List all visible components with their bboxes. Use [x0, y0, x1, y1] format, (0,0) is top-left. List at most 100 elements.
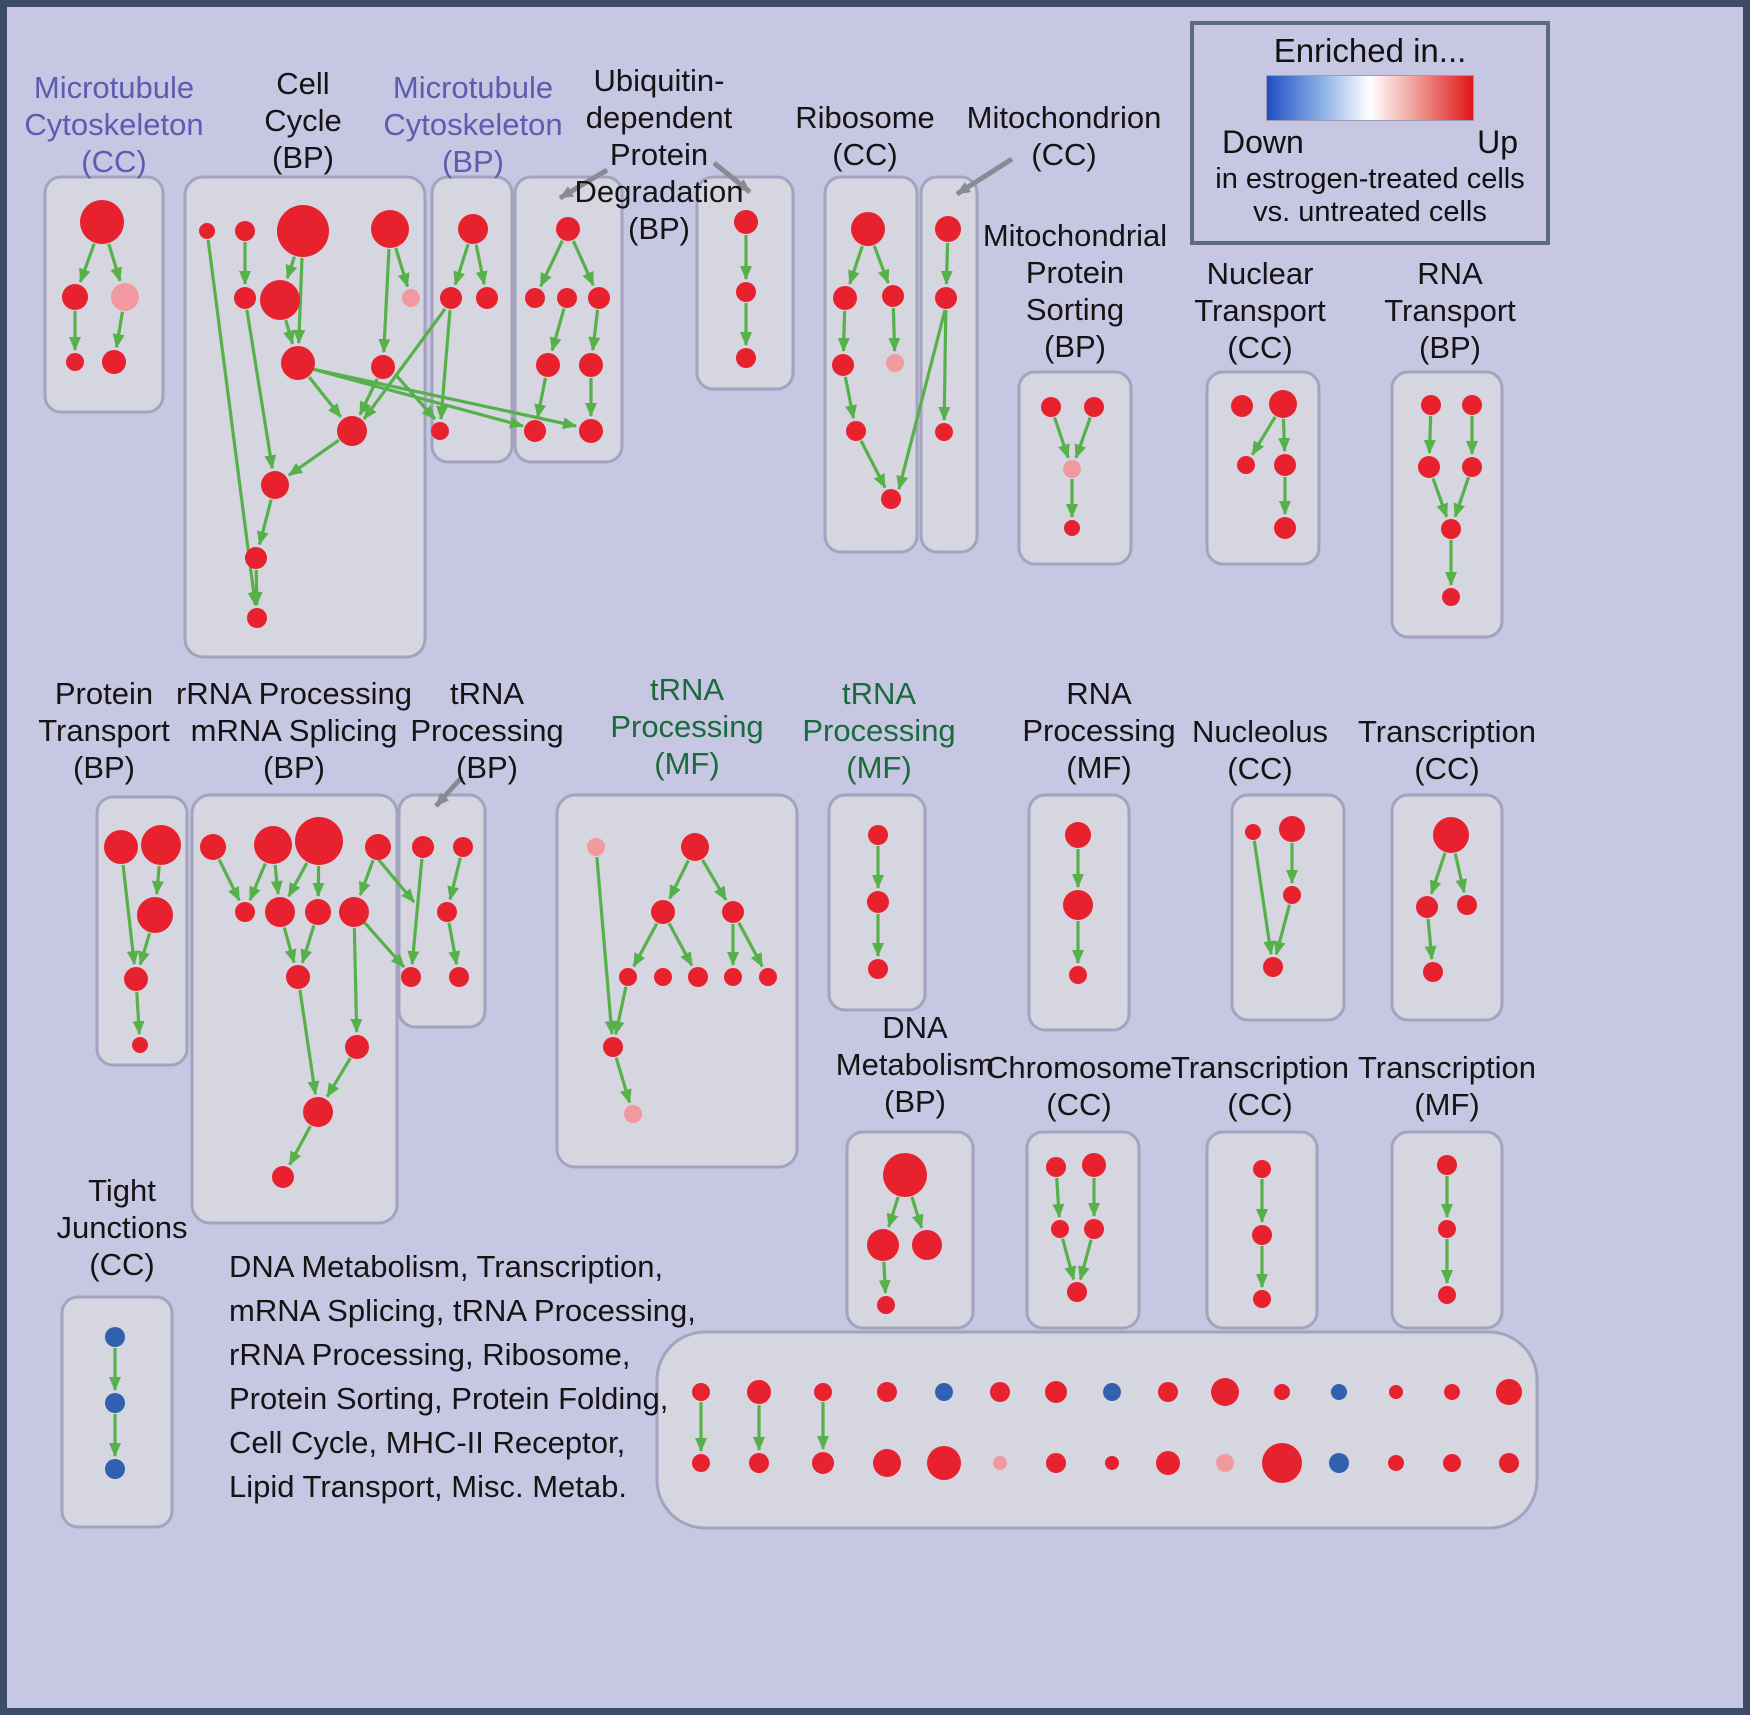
node-misc-7 — [873, 1449, 901, 1477]
nodes — [62, 200, 1522, 1483]
node-misc-10 — [990, 1382, 1010, 1402]
node-rna-transport-1 — [1462, 395, 1482, 415]
node-cell-cycle-4 — [234, 287, 256, 309]
node-nucleolus-1 — [1279, 816, 1305, 842]
node-cell-cycle-6 — [402, 289, 420, 307]
node-ubiquitin-a-1 — [525, 288, 545, 308]
node-misc-28 — [1496, 1379, 1522, 1405]
cross-edge-4 — [376, 857, 416, 904]
edge-trna-mf-1-4-9 — [612, 986, 628, 1036]
node-misc-5 — [812, 1452, 834, 1474]
edge-ribosome-1-3 — [837, 310, 850, 353]
edge-protein-transport-3-4 — [132, 991, 145, 1036]
edge-trna-mf-1-1-3 — [701, 859, 728, 901]
node-rrna-mrna-1 — [254, 826, 292, 864]
edge-dna-metabolism-0-1 — [886, 1196, 900, 1228]
label-pointer-arrow-2 — [955, 156, 1014, 197]
edge-rrna-mrna-3-7 — [358, 859, 375, 897]
node-protein-transport-2 — [137, 897, 173, 933]
edge-microtubule-bp-0-1 — [453, 243, 470, 286]
edge-microtubule-bp-0-2 — [474, 244, 488, 286]
node-rrna-mrna-3 — [365, 834, 391, 860]
node-mitochondrial-sorting-3 — [1064, 520, 1080, 536]
node-trna-mf-1-7 — [724, 968, 742, 986]
node-ubiquitin-b-0 — [734, 210, 758, 234]
label-pointer-arrow-0 — [558, 167, 609, 201]
node-protein-transport-3 — [124, 967, 148, 991]
node-misc-17 — [1156, 1451, 1180, 1475]
node-misc-9 — [927, 1446, 961, 1480]
edge-cell-cycle-2-5 — [285, 256, 298, 280]
edge-rrna-mrna-2-5 — [287, 862, 309, 898]
node-cell-cycle-5 — [260, 280, 300, 320]
edge-microtubule-cc-0-2 — [107, 243, 122, 282]
edge-ubiquitin-a-2-4 — [549, 308, 566, 352]
node-microtubule-cc-2 — [111, 283, 139, 311]
edge-transcription-cc-1-1-3 — [1424, 918, 1437, 961]
cluster-box-dna-metabolism — [845, 1130, 975, 1330]
node-ubiquitin-a-0 — [556, 217, 580, 241]
node-chromosome-3 — [1084, 1219, 1104, 1239]
node-cell-cycle-11 — [245, 547, 267, 569]
edge-rrna-mrna-6-8 — [300, 924, 316, 964]
node-cell-cycle-7 — [281, 346, 315, 380]
edge-microtubule-cc-2-4 — [112, 311, 125, 349]
edge-cell-cycle-3-8 — [378, 248, 391, 354]
edge-protein-transport-1-2 — [151, 865, 164, 896]
edge-mitochondrion-1-2 — [938, 309, 951, 422]
node-trna-bp-1 — [453, 837, 473, 857]
node-rrna-mrna-0 — [200, 834, 226, 860]
edge-trna-mf-1-1-2 — [668, 859, 690, 900]
node-microtubule-bp-2 — [476, 287, 498, 309]
node-trna-mf-2-1 — [867, 891, 889, 913]
node-trna-bp-2 — [437, 902, 457, 922]
edge-chromosome-2-4 — [1061, 1238, 1077, 1281]
node-dna-metabolism-3 — [877, 1296, 895, 1314]
edge-rna-transport-2-4 — [1431, 477, 1449, 518]
node-trna-mf-1-6 — [688, 967, 708, 987]
node-trna-mf-1-9 — [603, 1037, 623, 1057]
node-ubiquitin-a-5 — [579, 353, 603, 377]
cross-edge-6 — [896, 309, 947, 490]
node-trna-mf-1-3 — [722, 901, 744, 923]
node-misc-29 — [1499, 1453, 1519, 1473]
node-nuclear-transport-1 — [1269, 390, 1297, 418]
edge-ubiquitin-a-0-1 — [539, 240, 564, 288]
legend-title: Enriched in... — [1273, 32, 1467, 69]
node-microtubule-bp-3 — [431, 422, 449, 440]
node-mitochondrial-sorting-2 — [1063, 460, 1081, 478]
edge-chromosome-3-4 — [1077, 1239, 1093, 1281]
node-rna-transport-0 — [1421, 395, 1441, 415]
node-rna-mf-2 — [1069, 966, 1087, 984]
node-transcription-cc-2-0 — [1253, 1160, 1271, 1178]
edge-transcription-cc-1-0-2 — [1453, 853, 1468, 894]
node-nuclear-transport-4 — [1274, 517, 1296, 539]
node-misc-1 — [692, 1454, 710, 1472]
edge-cell-cycle-5-7 — [283, 319, 295, 345]
node-misc-13 — [1046, 1453, 1066, 1473]
node-protein-transport-0 — [104, 830, 138, 864]
edge-chromosome-0-2 — [1052, 1177, 1065, 1219]
edge-microtubule-bp-1-3 — [436, 309, 452, 421]
edge-dna-metabolism-0-2 — [910, 1196, 924, 1229]
edge-rrna-mrna-1-4 — [248, 862, 267, 901]
node-ubiquitin-a-3 — [588, 287, 610, 309]
node-ribosome-1 — [833, 286, 857, 310]
edge-dna-metabolism-1-3 — [878, 1261, 891, 1295]
node-protein-transport-1 — [141, 825, 181, 865]
node-ribosome-0 — [851, 212, 885, 246]
edge-cell-cycle-7-9 — [307, 376, 343, 418]
node-trna-bp-4 — [449, 967, 469, 987]
node-rrna-mrna-5 — [265, 897, 295, 927]
node-cell-cycle-0 — [199, 223, 215, 239]
cluster-box-trna-mf-1 — [555, 793, 799, 1169]
edge-protein-transport-2-3 — [138, 932, 152, 966]
node-misc-26 — [1444, 1384, 1460, 1400]
edge-rrna-mrna-8-10 — [298, 989, 320, 1096]
node-ribosome-5 — [846, 421, 866, 441]
node-ubiquitin-b-2 — [736, 348, 756, 368]
edge-ubiquitin-a-3-5 — [588, 309, 601, 352]
node-trna-bp-3 — [401, 967, 421, 987]
node-misc-23 — [1329, 1453, 1349, 1473]
edge-protein-transport-0-3 — [121, 864, 139, 966]
